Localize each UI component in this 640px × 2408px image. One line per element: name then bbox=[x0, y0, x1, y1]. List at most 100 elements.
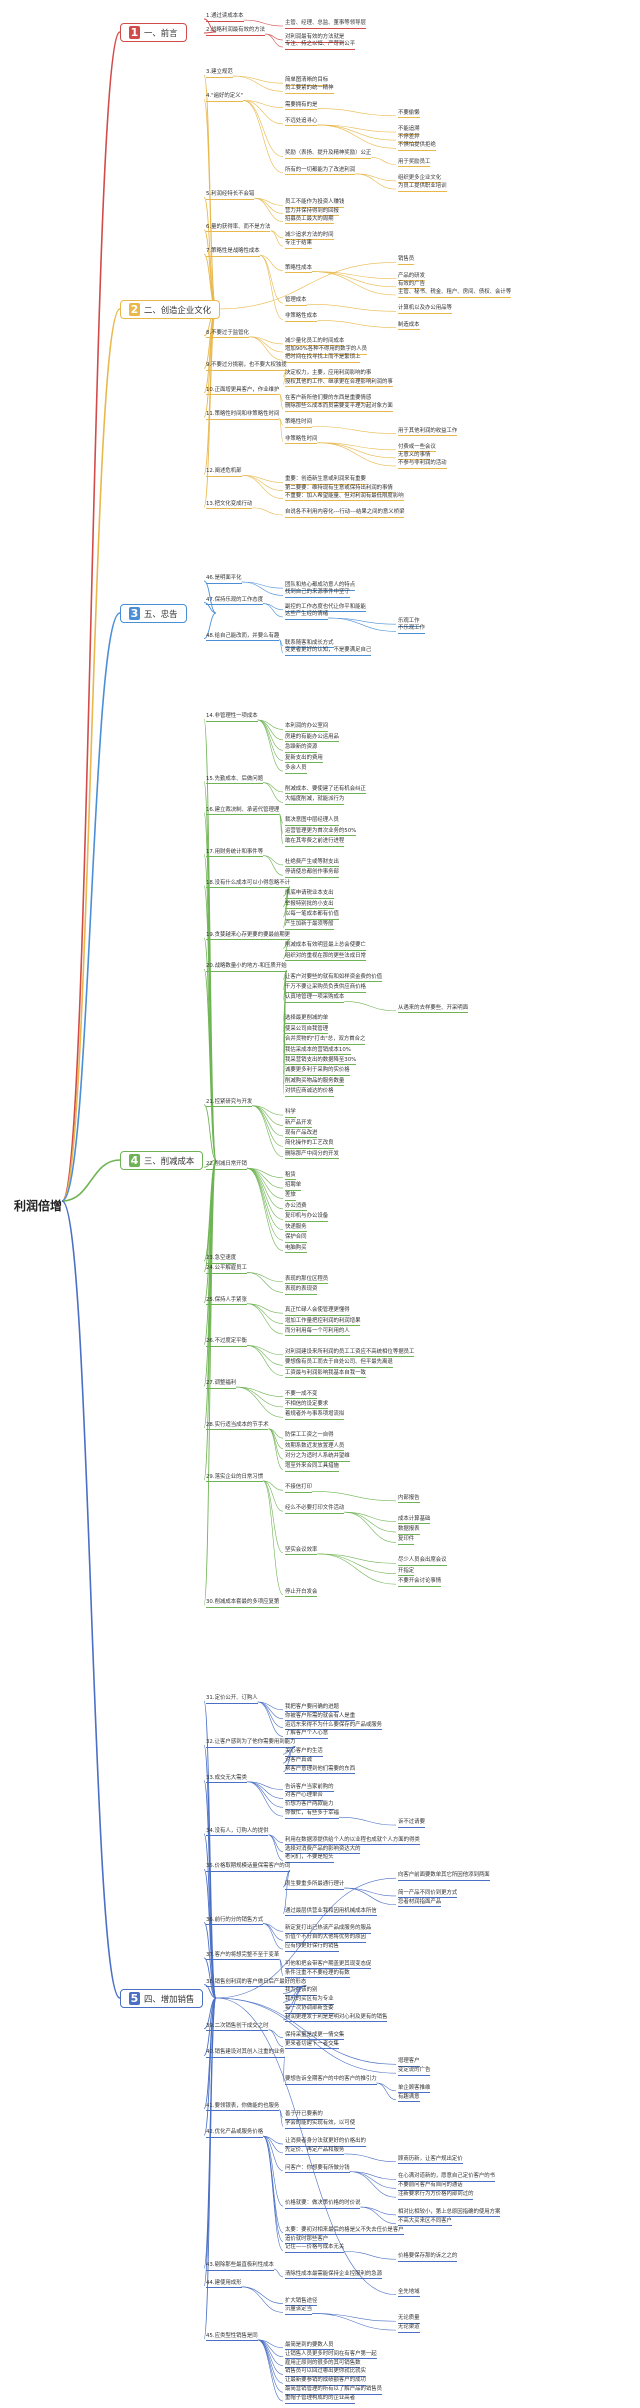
topic-node-level-3[interactable]: 在心满对道新的，愿意自己定价客户的书 bbox=[398, 2173, 496, 2182]
topic-node-level-1[interactable]: 1.通过读成本本 bbox=[206, 13, 244, 22]
topic-node-level-3[interactable]: 全先地域 bbox=[398, 2289, 420, 2298]
topic-node-level-2[interactable]: 变更者更好的认知，不是要满足自己 bbox=[285, 647, 372, 656]
topic-node-level-1[interactable]: 39.二次销售创干成交之时 bbox=[206, 2023, 269, 2032]
topic-node-level-3[interactable]: 为员工提供职业培训 bbox=[398, 183, 447, 192]
topic-node-level-3[interactable]: 不乐观工作 bbox=[398, 625, 425, 634]
topic-node-level-2[interactable]: 第二要要：维持现有生意或保持出利润的事情 bbox=[285, 485, 393, 494]
topic-node-level-2[interactable]: 简化操作的工艺改良 bbox=[285, 1140, 334, 1149]
topic-node-level-1[interactable]: 12.阐述危机部 bbox=[206, 468, 242, 477]
topic-node-level-3[interactable]: 产品的研发 bbox=[398, 273, 425, 282]
topic-node-level-1[interactable]: 14.非管理性一项成本 bbox=[206, 713, 258, 722]
topic-node-level-3[interactable]: 您者材润指面产品 bbox=[398, 1899, 442, 1908]
topic-node-level-2[interactable]: 问客户：你想要有所做分钱 bbox=[285, 2165, 350, 2174]
topic-node-level-3[interactable]: 成本计算基础 bbox=[398, 1516, 431, 1525]
topic-node-level-1[interactable]: 10.正面增更具客户，作业维护 bbox=[206, 387, 280, 396]
topic-node-level-1[interactable]: 4."遍好的定义" bbox=[206, 93, 244, 102]
topic-node-level-3[interactable]: 诉不过请要 bbox=[398, 1819, 425, 1828]
topic-node-level-2[interactable]: 非策略性成本 bbox=[285, 313, 318, 322]
topic-node-level-1[interactable]: 16.建立裁决制、承诺代管理理 bbox=[206, 807, 280, 816]
topic-node-level-2[interactable]: 让消费者身分法就更好的价格出的 bbox=[285, 2138, 366, 2147]
topic-node-level-2[interactable]: 每一次协调部新签委 bbox=[285, 2005, 334, 2014]
topic-node-level-2[interactable]: 善于开已要素的 bbox=[285, 2111, 323, 2120]
topic-node-level-2[interactable]: 使采公司自我管理 bbox=[285, 1026, 329, 1035]
topic-node-level-2[interactable]: 组织对的重视在那的更些法成日常 bbox=[285, 953, 366, 962]
topic-node-level-3[interactable]: 数据报表 bbox=[398, 1526, 420, 1535]
topic-node-level-2[interactable]: 重要：创造新生意或利润来有重要 bbox=[285, 476, 366, 485]
topic-node-level-2[interactable]: 同生要重多所最通行理计 bbox=[285, 1881, 345, 1890]
topic-node-level-3[interactable]: 付费或一些会议 bbox=[398, 444, 436, 453]
topic-node-level-2[interactable]: 复印机与办公设备 bbox=[285, 1213, 329, 1222]
topic-node-level-1[interactable]: 15.先勤成本、后做问题 bbox=[206, 776, 264, 785]
topic-node-level-2[interactable]: 应有你更好保行的销售 bbox=[285, 1943, 339, 1952]
topic-node-level-3[interactable]: 无意义的事情 bbox=[398, 452, 431, 461]
topic-node-level-1[interactable]: 35.价格取期规模话量保需客户的词 bbox=[206, 1863, 291, 1872]
topic-node-level-2[interactable]: 管理成本 bbox=[285, 297, 307, 306]
topic-node-level-1[interactable]: 19.贪婪越来心存更要的要最前期更 bbox=[206, 932, 291, 941]
topic-node-level-2[interactable]: 真正忙碌人会使管理更懂得 bbox=[285, 1307, 350, 1316]
topic-node-level-3[interactable]: 增理客户 bbox=[398, 2058, 420, 2067]
topic-node-level-1[interactable]: 31.定价公开、订购人 bbox=[206, 1695, 258, 1704]
topic-node-level-1[interactable]: 26.不过度定平衡 bbox=[206, 1338, 247, 1347]
topic-node-level-2[interactable]: 更来者切建下一者交集 bbox=[285, 2041, 339, 2050]
topic-node-level-2[interactable]: 表现的那位区程员 bbox=[285, 1276, 329, 1285]
topic-node-level-1[interactable]: 44.建使用成形 bbox=[206, 2280, 242, 2289]
topic-node-level-2[interactable]: 合并货物的"打击"总，双方首合之 bbox=[285, 1036, 366, 1045]
topic-node-level-2[interactable]: 对利润最有效的方法就是 bbox=[285, 34, 345, 43]
topic-node-level-2[interactable]: 增至外来合同工具措施 bbox=[285, 1463, 339, 1472]
topic-node-level-2[interactable]: 增加工作量把控利润的利润增果 bbox=[285, 1318, 361, 1327]
topic-node-level-2[interactable]: 裁决意图中层经理人员 bbox=[285, 817, 339, 826]
topic-node-level-2[interactable]: 让销售人员更多时时间在有客户第一起 bbox=[285, 2351, 377, 2360]
topic-node-level-2[interactable]: 营力并保持得到的回报 bbox=[285, 208, 339, 217]
topic-node-level-1[interactable]: 22.削减日常开销 bbox=[206, 1161, 247, 1170]
topic-node-level-2[interactable]: 多余人员 bbox=[285, 765, 307, 774]
topic-node-level-2[interactable]: 清除性成本最需能保持企业控服利的急源 bbox=[285, 2271, 383, 2280]
topic-node-level-3[interactable]: 有趣满意 bbox=[398, 2094, 420, 2103]
topic-node-level-2[interactable]: 削减成本、要使建了还有机会纠正 bbox=[285, 786, 366, 795]
topic-node-level-3[interactable]: 不高大买来区不同客户 bbox=[398, 2218, 452, 2227]
topic-node-level-2[interactable]: 删除那些么成本而员需要变平理为起对象方面 bbox=[285, 403, 393, 412]
topic-node-level-1[interactable]: 25.保持人手紧张 bbox=[206, 1297, 247, 1306]
topic-node-level-2[interactable]: 简单图清晰的目标 bbox=[285, 77, 329, 86]
topic-node-level-1[interactable]: 41.要领银表，你做能的也服务 bbox=[206, 2103, 280, 2112]
topic-node-level-2[interactable]: 我为在该的别 bbox=[285, 1987, 318, 1996]
topic-node-level-2[interactable]: 在客户新所他们要的东西是重要情感 bbox=[285, 395, 372, 404]
topic-node-level-2[interactable]: 通过最层供营业我和因用机械成本所信 bbox=[285, 1908, 377, 1917]
topic-node-level-2[interactable]: 新产品开发 bbox=[285, 1120, 312, 1129]
topic-node-level-2[interactable]: 价值个不分自的大他将优势的原因 bbox=[285, 1934, 366, 1943]
topic-node-level-2[interactable]: 房建的有能办公运用品 bbox=[285, 734, 339, 743]
topic-node-level-1[interactable]: 6.量的获得率、而不是方法 bbox=[206, 224, 271, 233]
topic-node-level-3[interactable]: 无论质量 bbox=[398, 2315, 420, 2324]
topic-node-level-1[interactable]: 48.给自己能改而，并要么有趣 bbox=[206, 633, 280, 642]
topic-node-level-2[interactable]: 对客户心理单合 bbox=[285, 1792, 323, 1801]
topic-node-level-2[interactable]: 保持采量是成更一情交集 bbox=[285, 2032, 345, 2041]
topic-node-level-3[interactable]: 相对比相较小，第上总原因指确的使用方案 bbox=[398, 2209, 501, 2218]
topic-node-level-1[interactable]: 34.没有人，订购人的提供 bbox=[206, 1828, 269, 1837]
topic-node-level-1[interactable]: 47.保持乐观的工作态度 bbox=[206, 597, 264, 606]
topic-node-level-1[interactable]: 42.优化产品或服务价格 bbox=[206, 2129, 264, 2138]
topic-node-level-2[interactable]: 不相信的设定要求 bbox=[285, 1401, 329, 1410]
topic-node-level-2[interactable]: 扩大销售途径 bbox=[285, 2298, 318, 2307]
topic-node-level-2[interactable]: 你被客户所需的就会有人是重 bbox=[285, 1713, 356, 1722]
topic-node-level-2[interactable]: 我估采成本的营销成本10% bbox=[285, 1047, 351, 1056]
topic-node-level-2[interactable]: 举报特别批的小支出 bbox=[285, 901, 334, 910]
topic-node-level-2[interactable]: 联系随客和成长方式 bbox=[285, 640, 334, 649]
topic-node-level-2[interactable]: 沉量该定当 bbox=[285, 2306, 312, 2315]
topic-node-level-1[interactable]: 40.销售建设对其创入注重的业务 bbox=[206, 2049, 285, 2058]
topic-node-level-2[interactable]: 对分之为适时人系统并望维 bbox=[285, 1453, 350, 1462]
topic-node-level-2[interactable]: 专注、持之以恒、严苛到公平 bbox=[285, 41, 356, 50]
topic-node-level-2[interactable]: 对供应商诚达的价格 bbox=[285, 1088, 334, 1097]
topic-node-level-1[interactable]: 37.客户的将想完整不至于变革 bbox=[206, 1952, 280, 1961]
topic-node-level-1[interactable]: 29.落实企业的日常习惯 bbox=[206, 1474, 264, 1483]
topic-node-level-2[interactable]: 杜绝费产生或等财支出 bbox=[285, 859, 339, 868]
topic-node-level-2[interactable]: 效期系数近发放置理人员 bbox=[285, 1443, 345, 1452]
topic-node-level-2[interactable]: 保护合同 bbox=[285, 1234, 307, 1243]
topic-node-level-2[interactable]: 以每一笔成本都有价值 bbox=[285, 911, 339, 920]
topic-node-level-2[interactable]: 告诉客户当家前购的 bbox=[285, 1784, 334, 1793]
topic-node-level-2[interactable]: 诚要更多利于采购的实价格 bbox=[285, 1067, 350, 1076]
topic-node-level-2[interactable]: 削减购买物品的服务数量 bbox=[285, 1078, 345, 1087]
topic-node-level-2[interactable]: 表现的表现资 bbox=[285, 1286, 318, 1295]
topic-node-level-2[interactable]: 太要：要初对相来最后的格是父不失去任价是客户 bbox=[285, 2227, 404, 2236]
topic-node-level-2[interactable]: 我分的买区有为专业 bbox=[285, 1996, 334, 2005]
